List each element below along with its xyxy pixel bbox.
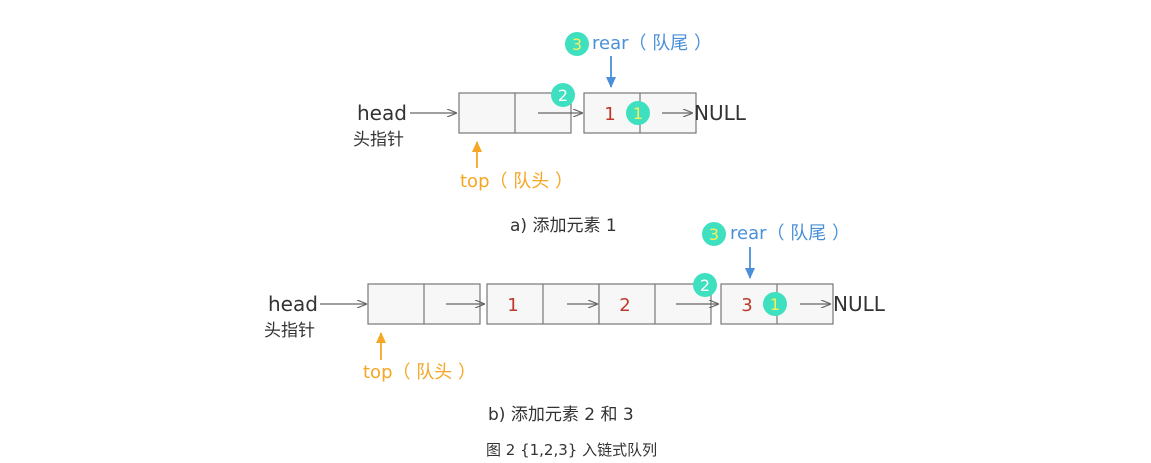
top-label: top（ 队头 ） <box>363 362 476 383</box>
diagram-b: head 头指针 1 2 3 NULL 1 <box>264 222 886 425</box>
node-value: 1 <box>507 295 518 316</box>
rear-label: rear（ 队尾 ） <box>592 33 712 54</box>
rear-label: rear（ 队尾 ） <box>730 223 850 244</box>
head-label: head <box>357 101 407 125</box>
step-badge-2: 2 <box>551 83 575 107</box>
diagram-a: head 头指针 1 NULL 1 2 3 rear（ 队尾 ） <box>353 32 747 236</box>
figure-caption: 图 2 {1,2,3} 入链式队列 <box>486 441 657 459</box>
node-value: 3 <box>741 295 752 316</box>
head-pointer-label: 头指针 <box>264 321 315 341</box>
node-value: 1 <box>604 104 615 125</box>
null-label: NULL <box>694 101 747 125</box>
top-label: top（ 队头 ） <box>460 171 573 192</box>
step-badge-1: 1 <box>626 101 650 125</box>
head-label: head <box>268 292 318 316</box>
step-badge-1: 1 <box>763 292 787 316</box>
head-pointer-label: 头指针 <box>353 130 404 150</box>
svg-text:3: 3 <box>572 35 582 54</box>
caption-b: b) 添加元素 2 和 3 <box>488 405 634 425</box>
caption-a: a) 添加元素 1 <box>510 216 617 236</box>
svg-text:1: 1 <box>770 295 780 314</box>
svg-text:1: 1 <box>633 104 643 123</box>
node-value: 2 <box>619 295 630 316</box>
step-badge-2: 2 <box>693 273 717 297</box>
step-badge-3: 3 <box>702 222 726 246</box>
null-label: NULL <box>833 292 886 316</box>
step-badge-3: 3 <box>565 32 589 56</box>
svg-text:3: 3 <box>709 225 719 244</box>
svg-text:2: 2 <box>558 86 568 105</box>
svg-text:2: 2 <box>700 276 710 295</box>
